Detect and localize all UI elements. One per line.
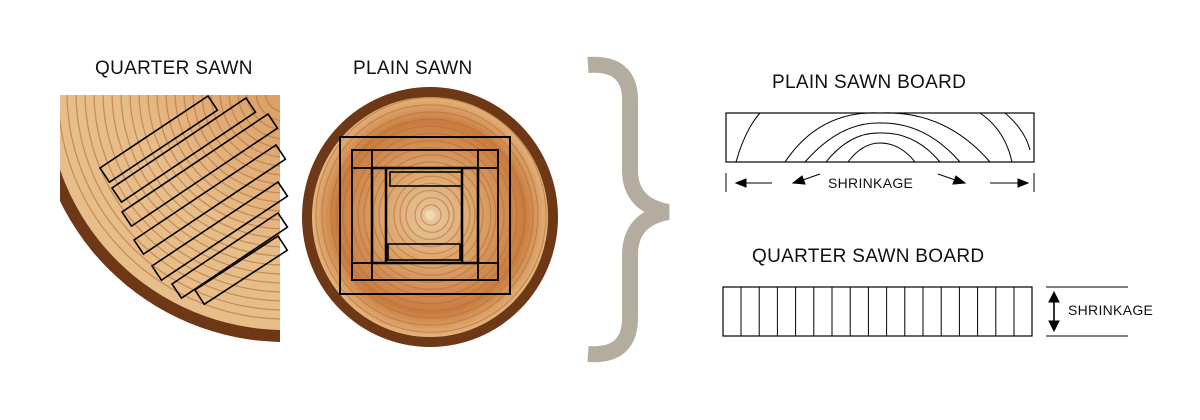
growth-ring: [330, 111, 534, 319]
quarter-sawn-label: QUARTER SAWN: [95, 58, 253, 79]
growth-ring: [255, 95, 280, 122]
quarter-cut-board: [170, 211, 289, 300]
plain-log-pith: [425, 210, 435, 220]
plain-sawn-cut-boards: [339, 136, 511, 295]
curly-brace-icon: [587, 56, 670, 363]
vertical-double-arrow-icon: [1048, 290, 1060, 303]
growth-ring: [414, 197, 450, 233]
growth-ring: [363, 147, 497, 283]
left-arrow-icon: [734, 178, 747, 188]
quarter-sawn-cut-boards: [98, 94, 289, 306]
plain-sawn-log: [302, 87, 558, 347]
growth-ring: [321, 104, 539, 326]
plain-sawn-board-label: PLAIN SAWN BOARD: [772, 72, 967, 93]
growth-ring: [264, 95, 280, 113]
growth-ring: [315, 97, 547, 333]
quarter-board-shrinkage-arrows: [1046, 286, 1128, 337]
plain-sawn-board: [725, 112, 1035, 163]
quarter-sawn-board-label: QUARTER SAWN BOARD: [752, 246, 985, 267]
quarter-board-shrinkage-label: SHRINKAGE: [1068, 302, 1154, 318]
growth-ring: [420, 204, 442, 226]
growth-ring: [393, 175, 471, 255]
quarter-cut-board: [120, 112, 279, 228]
growth-ring: [336, 118, 526, 312]
plain-sawn-label: PLAIN SAWN: [353, 58, 473, 79]
growth-ring: [228, 95, 280, 149]
growth-ring: [342, 125, 518, 305]
quarter-cut-board: [132, 143, 287, 256]
growth-ring: [405, 189, 455, 241]
plain-board-shrinkage-arrows: [725, 173, 1035, 192]
quarter-sawn-board: [722, 286, 1033, 337]
right-arrow-icon: [1017, 178, 1030, 188]
growth-ring: [357, 139, 505, 291]
quarter-cut-board: [98, 94, 219, 184]
growth-ring: [246, 95, 280, 131]
quarter-cut-board: [110, 96, 257, 204]
growth-ring: [378, 161, 484, 269]
quarter-cut-board: [150, 180, 289, 282]
quarter-cut-board: [193, 234, 289, 306]
plain-board-shrinkage-label: SHRINKAGE: [828, 175, 914, 191]
